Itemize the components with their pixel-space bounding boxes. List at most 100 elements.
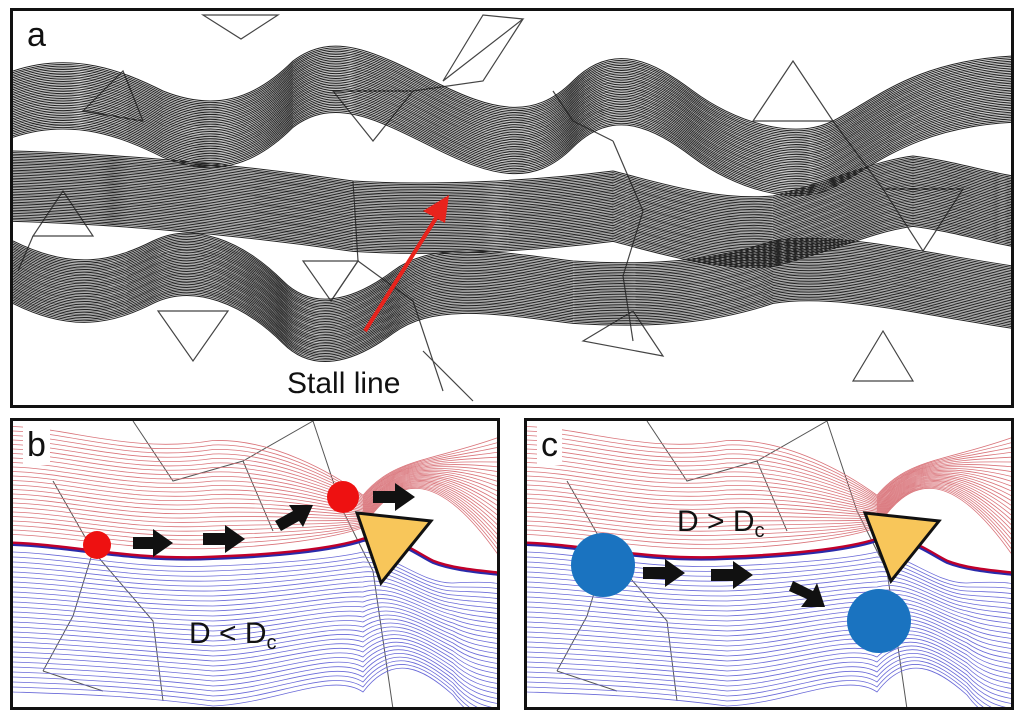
streamline [13,156,1011,204]
mesh-triangle [156,310,230,363]
streamline [13,282,1011,350]
lower-streamline [13,618,497,659]
streamline [13,293,1011,361]
lower-streamline [13,610,497,649]
streamline [13,152,1011,199]
motion-arrows-c [643,559,825,607]
condition-main-b: D < D [189,617,267,650]
upper-streamline [527,478,1011,518]
upper-streamline [527,462,1011,507]
streamline [13,158,1011,206]
lower-streamline [13,551,497,584]
streamline [13,274,1011,342]
streamline [13,237,1011,305]
streamline [13,67,1011,152]
upper-streamline [527,482,1011,530]
mesh-triangle [581,310,665,357]
upper-streamline [527,481,1011,526]
streamline [13,196,1011,244]
arrow-right [373,483,415,511]
lower-streamline [527,656,1006,707]
lower-streamline [13,566,497,599]
upper-streamline [527,426,1011,496]
streamline [13,168,1011,215]
stall-line-label: Stall line [287,367,401,400]
streamline [13,234,1011,302]
upper-streamline [527,471,1011,510]
condition-label-b: D < Dc [189,617,277,655]
lower-streamline [13,656,492,707]
streamline [13,200,1011,247]
streamline [13,50,1011,135]
streamline [13,71,1011,155]
streamline [13,83,1011,167]
streamline [13,76,1011,161]
streamline [13,59,1011,144]
arrow-right [789,581,825,607]
streamline [13,101,1011,186]
upper-streamline [527,453,1011,504]
lower-streamline [13,660,478,707]
lower-streamline [13,614,497,654]
streamline [13,179,1011,227]
streamline [13,180,1011,228]
lower-streamline [13,602,497,639]
lower-streamline [13,606,497,644]
streamline [13,174,1011,222]
arrow-right [711,561,753,589]
lower-streamline [527,585,1011,619]
streamline [13,47,1011,132]
streamline [13,182,1011,230]
yellow-triangle [862,511,942,584]
lower-streamline [13,649,497,699]
lower-streamline [527,593,1011,629]
streamline [13,261,1011,329]
streamline [13,271,1011,339]
upper-streamline [13,430,497,498]
streamline [13,108,1011,193]
streamline [13,105,1011,189]
streamline [13,239,1011,307]
upper-streamline [527,473,1011,512]
upper-streamline [527,475,1011,514]
lower-streamline [527,637,1011,684]
lower-streamline [527,634,1011,679]
lower-region-lines-b [13,551,497,707]
lower-streamline [527,618,1011,659]
streamline [13,96,1011,181]
streamline [13,256,1011,324]
lower-streamline [527,606,1011,644]
streamline [13,206,1011,254]
streamline [13,250,1011,318]
streamline [13,88,1011,172]
upper-streamline [527,477,1011,516]
streamline [13,61,1011,145]
blue-dot [847,589,911,653]
streamline [13,287,1011,355]
streamline [13,263,1011,331]
streamline [13,264,1011,332]
streamline [13,79,1011,164]
streamline [13,74,1011,159]
streamline [13,201,1011,249]
streamline [13,259,1011,327]
lower-streamline [13,561,497,594]
streamline [13,72,1011,157]
streamline [13,245,1011,313]
streamline [13,52,1011,137]
streamline [13,91,1011,176]
condition-subscript-c: c [754,520,765,542]
lower-streamline [527,660,992,707]
upper-streamline [13,484,497,540]
lower-streamline [13,634,497,679]
lower-streamline [13,645,497,694]
streamline [13,232,1011,300]
panel-b: b D < Dc [10,418,500,710]
upper-streamline [13,473,497,512]
lower-streamline [527,598,1011,634]
lower-streamline [527,622,1011,664]
panel-label-c: c [537,425,562,465]
streamline [13,45,1011,130]
lower-streamline [527,645,1011,694]
streamline [13,203,1011,251]
